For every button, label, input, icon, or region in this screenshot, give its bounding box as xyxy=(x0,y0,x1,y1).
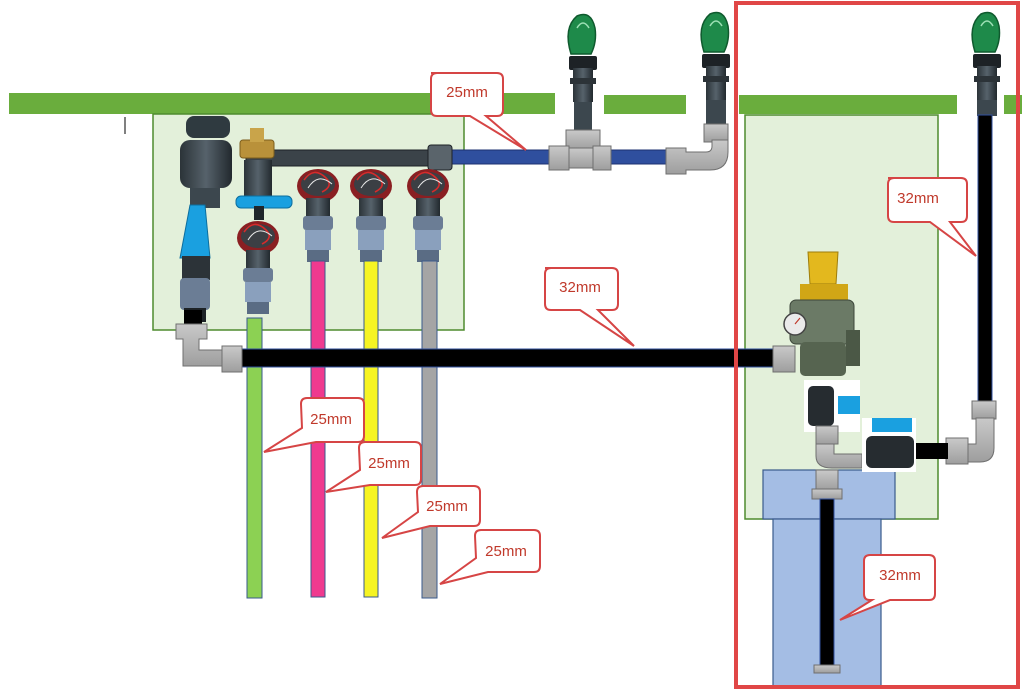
filter-icon xyxy=(180,116,232,208)
callout-riser: 32mm xyxy=(887,177,977,257)
callout-label: 25mm xyxy=(485,543,527,560)
riser-pipe xyxy=(912,114,997,465)
supply-main-pipe xyxy=(450,149,669,165)
callout-zone4: 25mm xyxy=(439,529,541,585)
callout-label: 25mm xyxy=(310,411,352,428)
pressure-pump-controller-icon xyxy=(783,251,860,376)
callout-label: 25mm xyxy=(368,455,410,472)
callout-zone3: 25mm xyxy=(381,485,481,539)
callout-supply-main: 25mm xyxy=(430,72,527,151)
callout-manifold-feed: 32mm xyxy=(544,267,635,347)
quick-coupler-valve-icon xyxy=(567,11,1002,103)
manifold-feed-pipe xyxy=(175,310,796,373)
tank-suction-pipe xyxy=(811,488,843,674)
pump-section-highlight xyxy=(734,1,1020,689)
callout-zone2: 25mm xyxy=(325,441,422,493)
callout-label: 25mm xyxy=(426,498,468,515)
ball-valve-handle-icon xyxy=(235,195,293,220)
callout-label: 32mm xyxy=(897,190,939,207)
callout-label: 25mm xyxy=(446,84,488,101)
callout-label: 32mm xyxy=(879,567,921,584)
callout-label: 32mm xyxy=(559,279,601,296)
ball-valve-icon xyxy=(804,380,916,491)
grass-strip xyxy=(9,93,1022,114)
coupler-fittings xyxy=(548,100,997,175)
brass-regulator-icon xyxy=(239,128,275,196)
callout-tank-suction: 32mm xyxy=(839,554,936,621)
callout-zone1: 25mm xyxy=(263,397,365,453)
